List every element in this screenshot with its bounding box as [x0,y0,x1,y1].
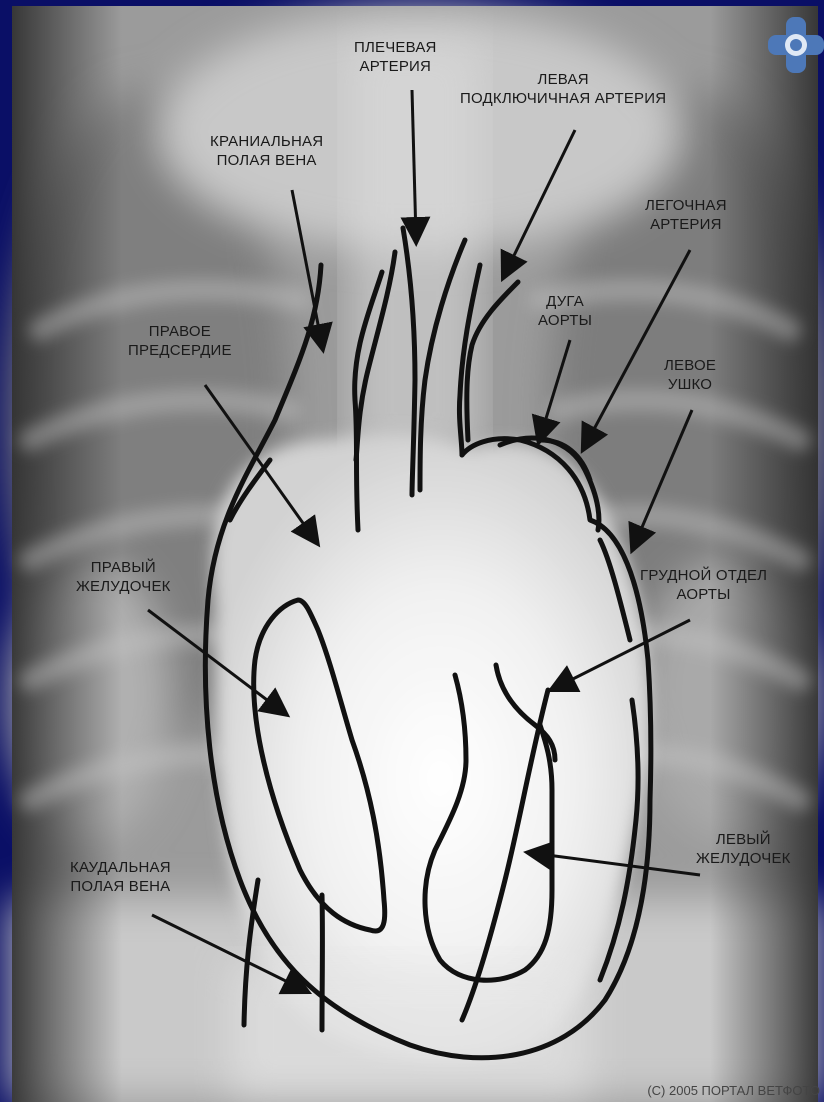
label-line: АОРТЫ [640,585,767,604]
label-thoracic-aorta: ГРУДНОЙ ОТДЕЛ АОРТЫ [640,566,767,604]
label-line: ГРУДНОЙ ОТДЕЛ [640,566,767,585]
label-line: ЖЕЛУДОЧЕК [696,849,791,868]
label-line: АРТЕРИЯ [645,215,727,234]
label-left-auricle: ЛЕВОЕ УШКО [664,356,716,394]
label-cranial-vena-cava: КРАНИАЛЬНАЯ ПОЛАЯ ВЕНА [210,132,323,170]
label-line: ПРАВЫЙ [76,558,171,577]
label-left-subclavian-artery: ЛЕВАЯ ПОДКЛЮЧИЧНАЯ АРТЕРИЯ [460,70,666,108]
label-line: УШКО [664,375,716,394]
label-line: ПОДКЛЮЧИЧНАЯ АРТЕРИЯ [460,89,666,108]
label-line: ПОЛАЯ ВЕНА [70,877,171,896]
label-line: КРАНИАЛЬНАЯ [210,132,323,151]
label-line: ПЛЕЧЕВАЯ [354,38,437,57]
label-right-ventricle: ПРАВЫЙ ЖЕЛУДОЧЕК [76,558,171,596]
copyright-notice: (C) 2005 ПОРТАЛ ВЕТФОТО [647,1083,820,1098]
label-right-atrium: ПРАВОЕ ПРЕДСЕРДИЕ [128,322,232,360]
label-line: ЛЕГОЧНАЯ [645,196,727,215]
label-line: АОРТЫ [538,311,592,330]
label-line: ЛЕВАЯ [460,70,666,89]
label-line: ПРЕДСЕРДИЕ [128,341,232,360]
label-line: ПОЛАЯ ВЕНА [210,151,323,170]
label-line: ЛЕВОЕ [664,356,716,375]
label-line: ПРАВОЕ [128,322,232,341]
label-line: ЖЕЛУДОЧЕК [76,577,171,596]
label-aortic-arch: ДУГА АОРТЫ [538,292,592,330]
label-pulmonary-artery: ЛЕГОЧНАЯ АРТЕРИЯ [645,196,727,234]
label-caudal-vena-cava: КАУДАЛЬНАЯ ПОЛАЯ ВЕНА [70,858,171,896]
label-line: КАУДАЛЬНАЯ [70,858,171,877]
label-line: АРТЕРИЯ [354,57,437,76]
label-line: ЛЕВЫЙ [696,830,791,849]
label-left-ventricle: ЛЕВЫЙ ЖЕЛУДОЧЕК [696,830,791,868]
label-brachial-artery: ПЛЕЧЕВАЯ АРТЕРИЯ [354,38,437,76]
label-line: ДУГА [538,292,592,311]
